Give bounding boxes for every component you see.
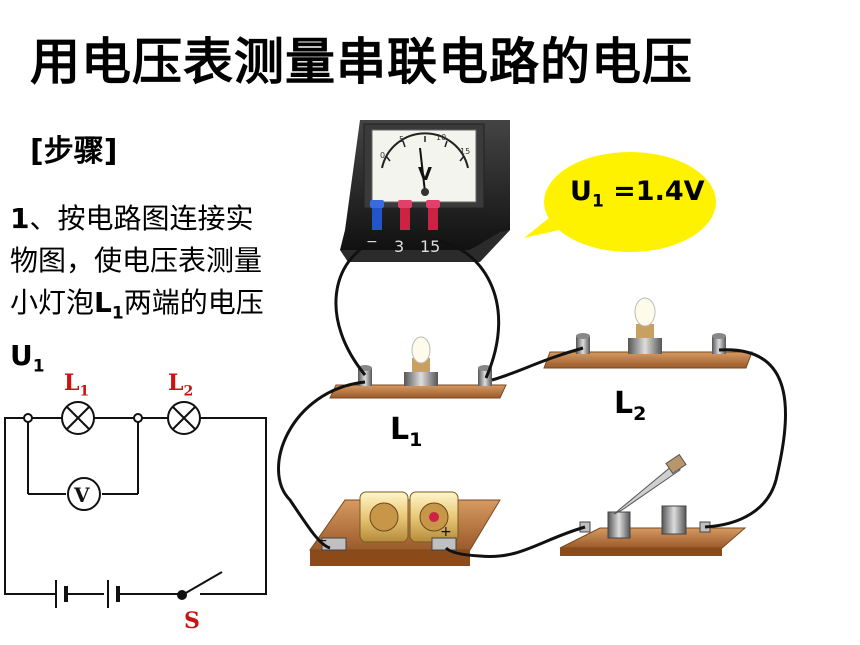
step-line-3: 小灯泡L1两端的电压	[10, 286, 264, 324]
step-line-4: U1	[10, 338, 45, 377]
lamp-l1-label: L1	[390, 412, 423, 451]
schematic-voltmeter-letter: V	[73, 483, 90, 507]
meter-scale-0: 0	[380, 151, 385, 160]
steps-heading: [步骤]	[30, 134, 118, 169]
meter-scale-10: 10	[436, 133, 446, 142]
meter-scale-5: 5	[399, 135, 404, 144]
battery-plus-sign: +	[440, 524, 452, 540]
schematic-l1-label: L1	[64, 370, 90, 400]
voltmeter-device	[340, 120, 510, 262]
battery-minus-sign: −	[316, 533, 328, 549]
schematic-diagram	[4, 401, 267, 608]
wires	[277, 238, 787, 559]
meter-terminal-15: 15	[420, 237, 440, 256]
lamp-l2-label: L2	[614, 386, 647, 425]
meter-terminal-3: 3	[394, 237, 404, 256]
schematic-l2-label: L2	[168, 370, 194, 400]
battery-holder-device	[309, 491, 501, 566]
voltage-callout-text: U1 =1.4V	[570, 176, 705, 212]
schematic-switch-label: S	[184, 608, 200, 634]
meter-scale-15: 15	[460, 147, 470, 156]
voltage-callout-bubble	[524, 152, 716, 252]
page-title: 用电压表测量串联电路的电压	[30, 33, 693, 91]
step-line-2: 物图，使电压表测量	[10, 244, 263, 277]
meter-terminal-minus: −	[366, 234, 378, 250]
step-line-1: 1、按电路图连接实	[10, 202, 254, 235]
meter-letter: V	[418, 164, 432, 185]
lamp-l2-device	[543, 297, 753, 369]
step-description: 1、按电路图连接实 物图，使电压表测量 小灯泡L1两端的电压 U1	[10, 198, 340, 387]
